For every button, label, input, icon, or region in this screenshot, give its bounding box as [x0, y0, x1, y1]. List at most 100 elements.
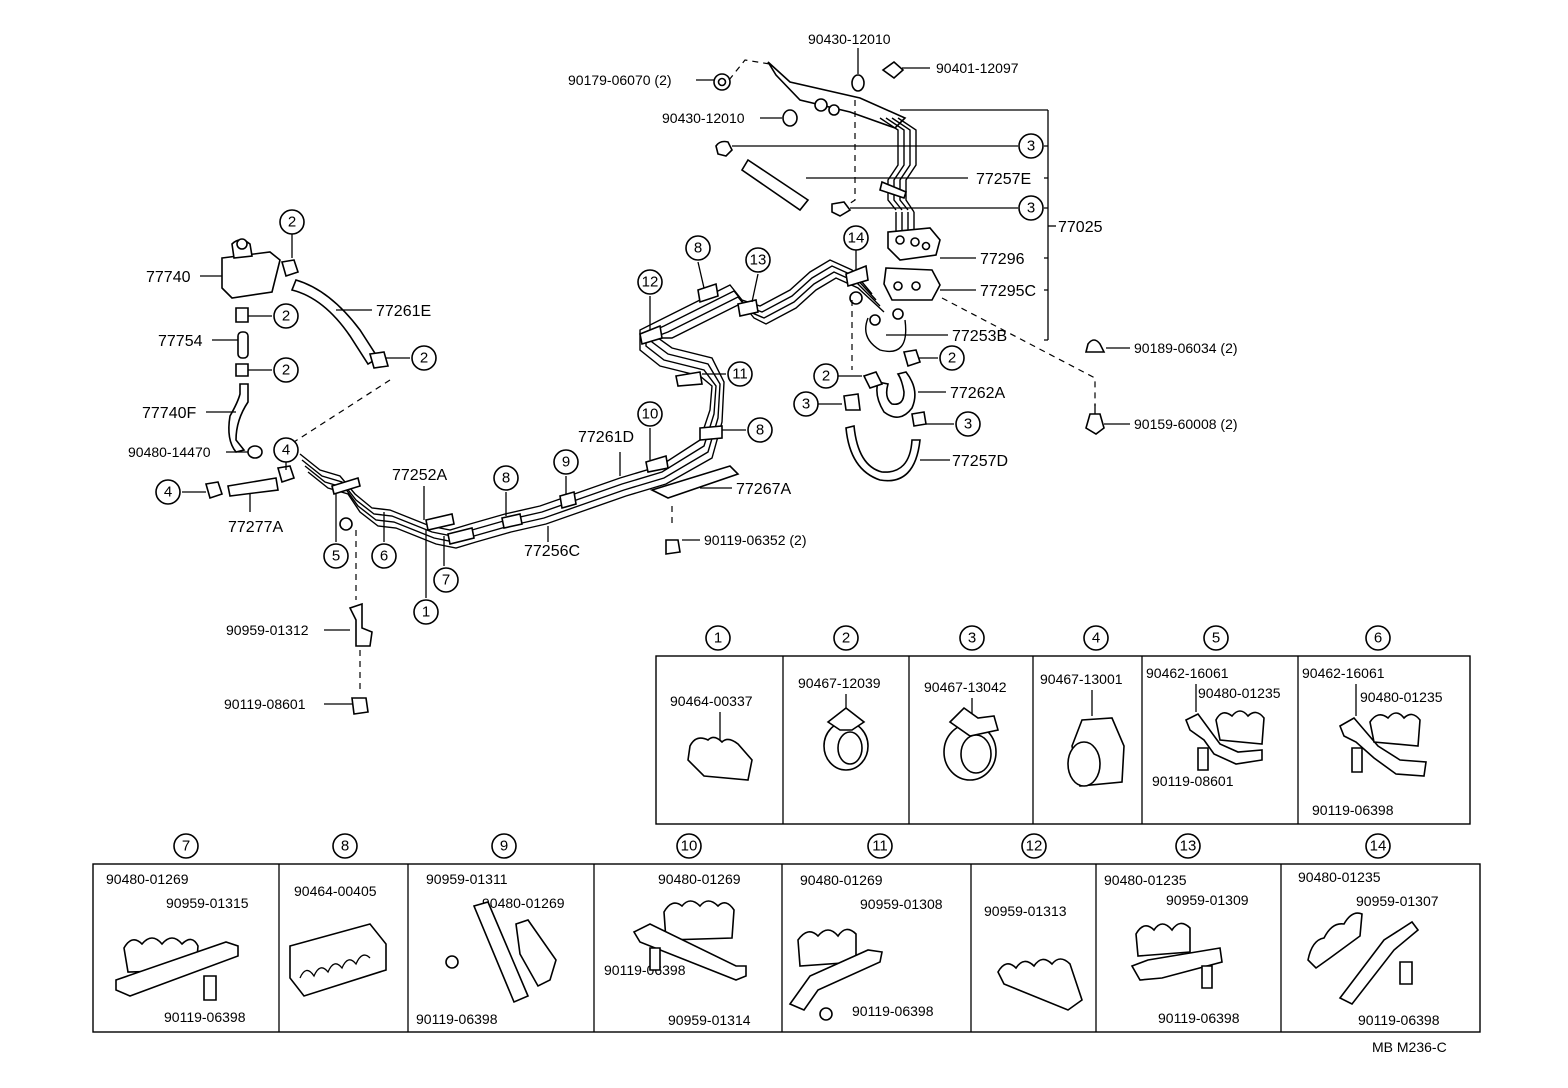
label-77262a: 77262A — [950, 385, 1005, 402]
svg-text:3: 3 — [964, 416, 972, 433]
clamp-90480-01235 — [1307, 912, 1363, 970]
label-90401-12097: 90401-12097 — [936, 60, 1019, 76]
nut-hole — [717, 77, 727, 87]
callout-4: 4 — [273, 437, 299, 463]
label-77754: 77754 — [158, 333, 203, 350]
hose-77277a — [227, 477, 279, 497]
pipe-77754 — [237, 331, 249, 359]
detail-9-part-a: 90959-01311 — [426, 871, 508, 887]
pipe-clamp — [559, 490, 577, 510]
svg-text:10: 10 — [681, 838, 698, 855]
svg-text:5: 5 — [1212, 630, 1220, 647]
detail-3: 3 90467-13042 — [924, 625, 1007, 781]
callouts: 3 3 14 2 2 3 3 2 2 2 2 4 4 5 6 7 1 8 9 1… — [155, 133, 1044, 625]
svg-text:2: 2 — [282, 362, 290, 379]
callout-13: 13 — [745, 247, 771, 273]
diagram-code: MB M236-C — [1372, 1039, 1447, 1055]
svg-text:2: 2 — [282, 308, 290, 325]
bracket-hole — [828, 104, 840, 116]
clamp-90464-00405 — [289, 923, 387, 997]
svg-text:11: 11 — [732, 366, 748, 383]
bracket-90462-16061 — [1338, 716, 1427, 777]
svg-text:8: 8 — [502, 470, 510, 487]
bolt-90159 — [1085, 413, 1105, 435]
detail-3-part-a: 90467-13042 — [924, 679, 1007, 695]
bracket-90959-01308 — [788, 949, 883, 1011]
pipe-clamp — [737, 299, 759, 317]
svg-text:12: 12 — [1026, 838, 1043, 855]
bolt-90119-08601 — [1197, 747, 1209, 771]
svg-text:4: 4 — [1092, 630, 1100, 647]
top-right-assembly — [713, 59, 1106, 482]
label-77296: 77296 — [980, 251, 1025, 268]
hose-clip — [902, 349, 922, 368]
clamp-90464-00337 — [687, 736, 753, 781]
detail-14-part-c: 90119-06398 — [1358, 1012, 1440, 1028]
clip-part — [204, 481, 224, 500]
svg-text:3: 3 — [1027, 138, 1035, 155]
bracket-90462-16061 — [1184, 712, 1263, 765]
callout-9: 9 — [553, 449, 579, 475]
pipe-clamp — [425, 513, 455, 531]
svg-text:2: 2 — [822, 368, 830, 385]
label-77257e: 77257E — [976, 171, 1031, 188]
detail-13-part-a: 90480-01235 — [1104, 872, 1187, 888]
clamp-90480-01269 — [515, 919, 557, 988]
callout-2: 2 — [279, 209, 305, 235]
part-labels: 90430-12010 90179-06070 (2) 90401-12097 … — [128, 31, 1238, 712]
bolt-90119-06398 — [445, 955, 459, 969]
svg-text:7: 7 — [182, 838, 190, 855]
clamp-90480-01269 — [663, 900, 735, 941]
svg-text:2: 2 — [842, 630, 850, 647]
bolt-90119-06398 — [203, 975, 217, 1001]
label-77025: 77025 — [1058, 219, 1103, 236]
svg-text:1: 1 — [422, 604, 430, 621]
svg-text:1: 1 — [714, 630, 722, 647]
svg-text:5: 5 — [332, 548, 340, 565]
pipe-clamp — [639, 324, 663, 346]
svg-text:3: 3 — [802, 396, 810, 413]
callout-2: 2 — [939, 345, 965, 371]
callout-8: 8 — [685, 235, 711, 261]
bolt-part — [849, 291, 863, 305]
bolt-part — [881, 60, 905, 80]
bolt-90119-06352 — [665, 539, 681, 555]
svg-text:14: 14 — [848, 230, 865, 247]
callout-1: 1 — [413, 599, 439, 625]
pipe-clip — [879, 180, 907, 200]
bolt-part — [892, 308, 904, 320]
bracket-90959-01309 — [1130, 947, 1223, 981]
detail-5: 5 90462-16061 90480-01235 90119-08601 — [1146, 625, 1281, 789]
label-90119-08601: 90119-08601 — [224, 696, 306, 712]
main-pipes — [299, 259, 885, 715]
callout-11: 11 — [727, 361, 753, 387]
svg-text:6: 6 — [1374, 630, 1382, 647]
detail-1: 1 90464-00337 — [670, 625, 753, 781]
detail-5-part-c: 90119-08601 — [1152, 773, 1234, 789]
callout-3: 3 — [1018, 133, 1044, 159]
hose-clip — [862, 371, 884, 389]
detail-7-part-a: 90480-01269 — [106, 871, 189, 887]
label-77295c: 77295C — [980, 283, 1036, 300]
bolt-90119-06398 — [649, 947, 661, 971]
callout-8: 8 — [493, 465, 519, 491]
svg-text:13: 13 — [1180, 838, 1197, 855]
svg-text:4: 4 — [164, 484, 172, 501]
grommet-part — [831, 201, 852, 217]
svg-text:2: 2 — [948, 350, 956, 367]
bolt-90119-06398 — [1399, 961, 1413, 985]
bolt-90119-08601 — [351, 697, 369, 715]
svg-text:10: 10 — [642, 406, 659, 423]
callout-3: 3 — [955, 411, 981, 437]
detail-5-part-a: 90462-16061 — [1146, 665, 1229, 681]
detail-row-bottom-frame — [92, 863, 1481, 1033]
svg-text:14: 14 — [1370, 838, 1387, 855]
label-90189-06034: 90189-06034 (2) — [1134, 340, 1238, 356]
detail-14: 14 90480-01235 90959-01307 90119-06398 — [1298, 833, 1440, 1028]
pipe-clamp — [645, 454, 669, 473]
svg-text:3: 3 — [1027, 200, 1035, 217]
label-77740f: 77740F — [142, 405, 196, 422]
svg-text:7: 7 — [442, 572, 450, 589]
detail-14-part-b: 90959-01307 — [1356, 893, 1439, 909]
washer-part — [851, 74, 865, 92]
